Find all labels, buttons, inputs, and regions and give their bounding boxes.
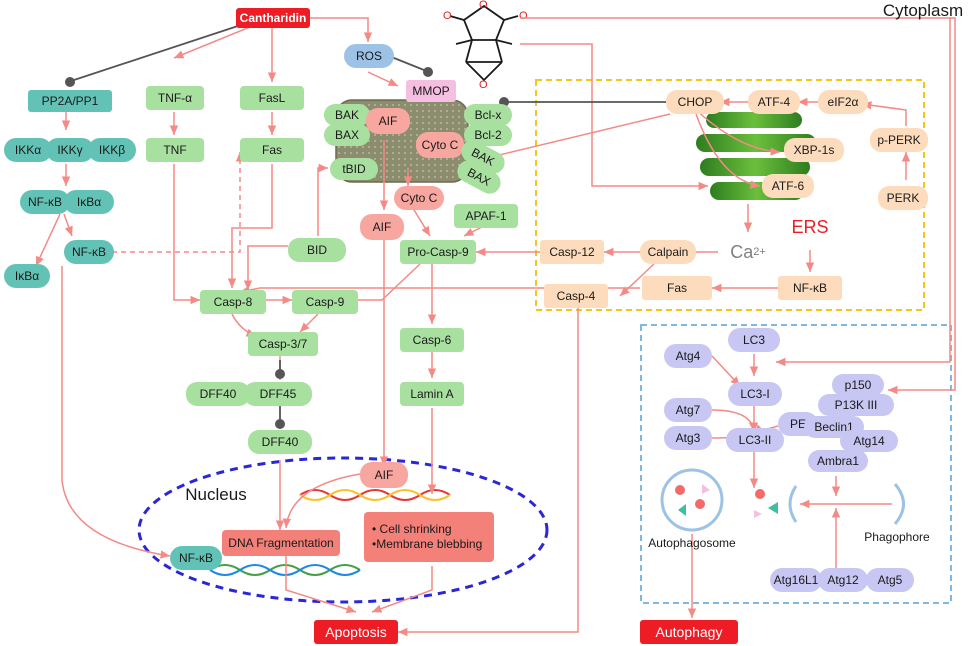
lamin-a-node: Lamin A [400,382,464,406]
cantharidin-node: Cantharidin [236,8,310,28]
atg16l1-node: Atg16L1 [770,568,822,592]
perk-node: PERK [878,186,928,210]
ambra1-node: Ambra1 [808,450,868,472]
svg-text:O: O [519,10,528,22]
er-nfkb-node: NF-κB [778,276,842,300]
nfkb-free-node: NF-κB [64,240,114,264]
dff45-node: DFF45 [244,382,312,406]
ros-node: ROS [344,44,394,68]
fasl-node: FasL [240,86,304,110]
autophagy-node: Autophagy [640,620,738,644]
atg7-node: Atg7 [664,398,712,422]
cell-shrinking-text: • Cell shrinking [372,522,452,536]
dna-helix-icon [209,489,451,576]
pro-casp9-node: Pro-Casp-9 [400,240,476,264]
autophagy-cargo-icon [754,489,778,518]
bid-node: BID [288,238,346,262]
tnf-alpha-node: TNF-α [146,86,204,110]
aif-nucleus-node: AIF [360,462,408,488]
aif-released-node: AIF [360,214,404,240]
dff40-released-node: DFF40 [248,430,312,454]
nfkb-complex-node: NF-κB [20,190,70,214]
ikba-free-node: IκBα [4,264,50,288]
casp9-node: Casp-9 [292,290,358,314]
cyto-c-released-node: Cyto C [394,186,444,210]
cyto-c-mito-node: Cyto C [416,132,464,158]
dna-fragmentation-node: DNA Fragmentation [222,530,340,556]
phagophore-icon [788,483,905,525]
ikkg-node: IKKγ [46,138,94,162]
apaf1-node: APAF-1 [454,204,518,228]
er-fas-node: Fas [642,276,712,300]
activation-arrows [35,17,956,637]
svg-text:O: O [479,0,488,11]
atf4-node: ATF-4 [748,90,800,114]
nfkb-nucleus-node: NF-κB [170,546,222,570]
bclx-node: Bcl-x [464,104,512,126]
cytoplasm-label: Cytoplasm [882,0,964,20]
chop-node: CHOP [666,90,724,114]
ikkb-node: IKKβ [88,138,136,162]
calcium-charge: 2+ [753,245,766,258]
atg12-node: Atg12 [818,568,868,592]
casp12-node: Casp-12 [540,240,604,264]
calpain-node: Calpain [640,240,696,264]
lc3-node: LC3 [728,328,780,352]
lc3-i-node: LC3-I [728,382,782,406]
inhibition-heads [65,67,509,429]
pi3k-iii-node: P13K III [818,394,894,416]
cell-shrinking-node: • Cell shrinking •Membrane blebbing [364,512,494,562]
fas-node: Fas [240,138,304,162]
bak-left-node: BAK [324,104,370,126]
bax-left-node: BAX [324,124,370,146]
pp2a-pp1-node: PP2A/PP1 [28,90,112,112]
phagophore-label: Phagophore [864,530,930,544]
membrane-blebbing-text: •Membrane blebbing [372,537,483,551]
xbp1s-node: XBP-1s [784,138,844,162]
svg-text:O: O [479,79,488,91]
dff40-node: DFF40 [186,382,250,406]
p-perk-node: p-PERK [870,128,928,152]
ers-label: ERS [791,217,829,237]
aif-mito-node: AIF [366,108,410,134]
cantharidin-atoms: O O O O [443,0,528,91]
autophagosome-icon [660,468,724,532]
casp8-node: Casp-8 [200,290,266,314]
casp4-node: Casp-4 [544,284,608,308]
lc3-ii-node: LC3-II [726,428,784,452]
eif2a-node: eIF2α [818,90,868,114]
atg14-node: Atg14 [840,430,898,452]
casp37-node: Casp-3/7 [248,332,318,356]
atg5-node: Atg5 [866,568,914,592]
atg4-node: Atg4 [664,344,712,368]
calcium-symbol: Ca [730,242,754,262]
autophagosome-label: Autophagosome [648,536,736,550]
atg3-node: Atg3 [664,426,712,450]
apoptosis-node: Apoptosis [314,620,398,644]
casp6-node: Casp-6 [400,328,464,352]
nucleus-membrane [137,456,549,604]
ikba-complex-node: IκBα [64,190,114,214]
atf6-node: ATF-6 [762,174,814,198]
tnf-node: TNF [146,138,204,162]
ikka-node: IKKα [4,138,52,162]
mmop-node: MMOP [406,80,456,102]
svg-text:O: O [443,10,452,22]
tbid-node: tBID [330,158,378,180]
nucleus-label: Nucleus [185,484,247,504]
cantharidin-structure-icon [449,4,519,82]
autophagy-boundary [640,324,952,604]
p150-node: p150 [832,374,884,396]
